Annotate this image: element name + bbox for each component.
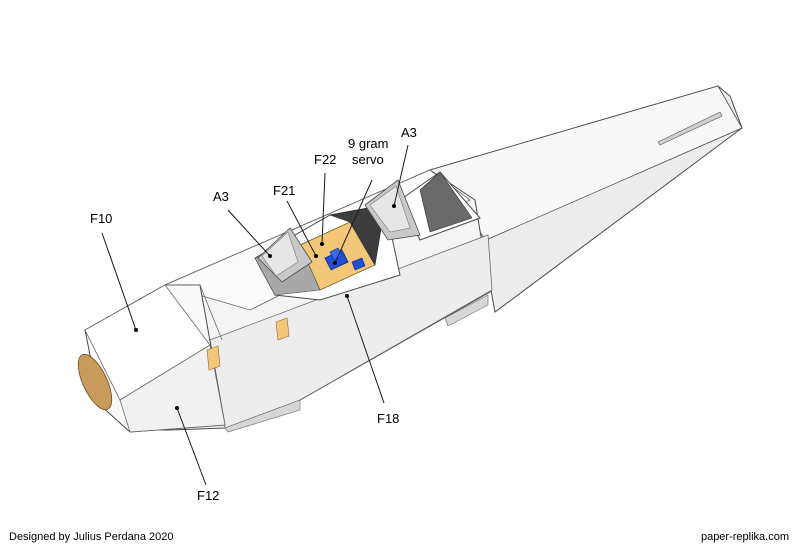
tail-cone xyxy=(429,85,743,313)
frame-a3-right xyxy=(364,179,421,241)
label-f22: F22 xyxy=(314,152,337,167)
label-servo-line1: 9 gram xyxy=(348,136,389,151)
label-f18: F18 xyxy=(377,411,400,426)
designer-credit: Designed by Julius Perdana 2020 xyxy=(9,531,174,543)
label-a3-right: A3 xyxy=(401,125,417,140)
label-a3-left: A3 xyxy=(213,189,229,204)
label-servo-line2: servo xyxy=(352,152,384,167)
nose-section xyxy=(77,284,226,433)
site-url: paper-replika.com xyxy=(700,531,789,543)
tab-markers xyxy=(206,317,290,371)
frame-a3-left xyxy=(257,227,313,283)
rear-cockpit-opening xyxy=(399,171,481,241)
label-f10: F10 xyxy=(90,211,113,226)
label-f12: F12 xyxy=(197,488,220,503)
callout-lines xyxy=(101,144,409,486)
label-f21: F21 xyxy=(273,183,296,198)
